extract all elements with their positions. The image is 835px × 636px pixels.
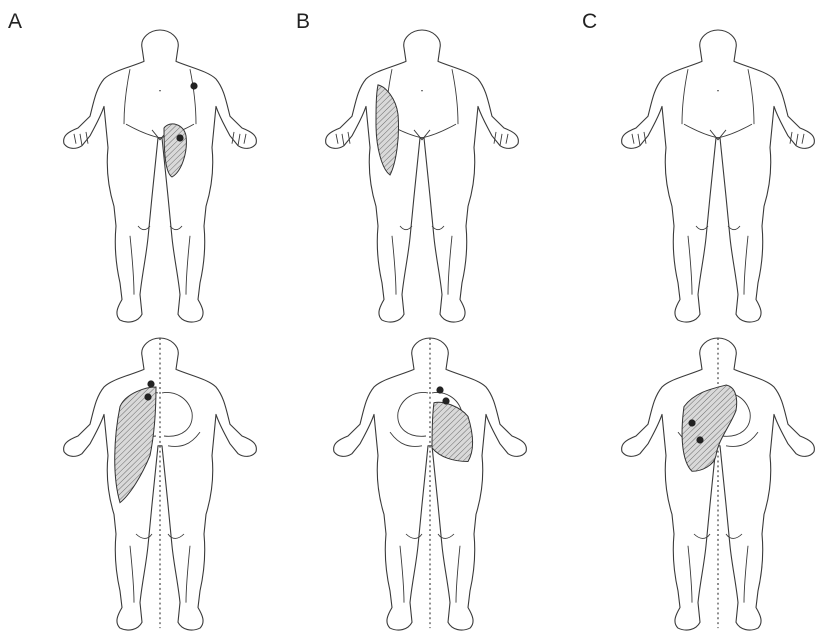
- trigger-point-a4: [144, 393, 151, 400]
- panel-c-back: [622, 338, 815, 630]
- trigger-point-b2: [442, 397, 449, 404]
- panel-a-back: [64, 338, 257, 630]
- panel-b-front: [326, 30, 519, 322]
- trigger-point-c2: [696, 436, 703, 443]
- trigger-point-a1: [190, 82, 197, 89]
- trigger-point-a3: [147, 380, 154, 387]
- panel-c-front: [622, 30, 815, 322]
- trigger-point-b1: [436, 386, 443, 393]
- trigger-point-a2: [176, 134, 183, 141]
- trigger-point-c1: [688, 419, 695, 426]
- panel-b-back: [334, 338, 527, 630]
- panel-a-front: [64, 30, 257, 322]
